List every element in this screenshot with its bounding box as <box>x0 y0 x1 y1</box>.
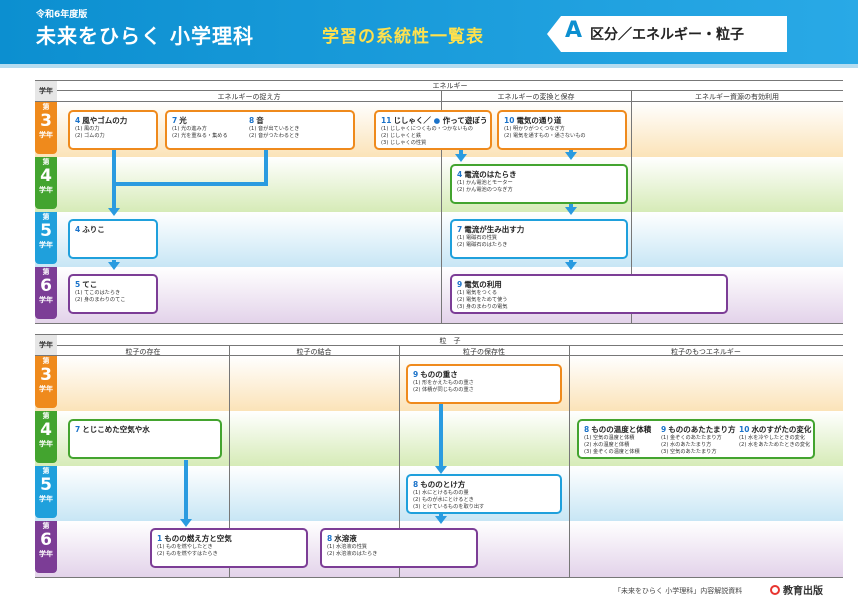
particle-col-4: 粒子のもつエネルギー <box>671 348 741 356</box>
energy-band-grade5 <box>35 212 843 267</box>
energy-title: エネルギー <box>432 82 468 90</box>
energy-grade-header: 学年 <box>35 80 57 102</box>
particle-col-1: 粒子の存在 <box>125 348 161 356</box>
brand-title: 未来をひらく 小学理科 <box>36 24 254 48</box>
category-badge <box>547 16 787 52</box>
particle-grade-header: 学年 <box>35 334 57 356</box>
arrow-weight-to-dissolve <box>439 403 443 467</box>
page-subtitle: 学習の系統性一覧表 <box>322 27 484 47</box>
particle-col-2: 粒子の結合 <box>296 348 332 356</box>
particle-col-3: 粒子の保存性 <box>463 348 505 356</box>
page-header: 令和6年度版 未来をひらく 小学理科 学習の系統性一覧表 A 区分／エネルギー・… <box>0 0 858 64</box>
publisher-logo-icon <box>770 585 780 595</box>
edition-label: 令和6年度版 <box>36 10 88 20</box>
publisher-logo: 教育出版 <box>770 582 823 597</box>
category-letter: A <box>565 18 583 43</box>
footer-note: 「未来をひらく 小学理科」内容解説資料 <box>614 587 743 595</box>
energy-col-1: エネルギーの捉え方 <box>217 93 281 101</box>
energy-col-2: エネルギーの変換と保存 <box>497 93 575 101</box>
arrow-dissolve-to-solution <box>439 512 443 517</box>
energy-col-3: エネルギー資源の有効利用 <box>695 93 779 101</box>
particle-title: 粒 子 <box>439 337 461 345</box>
arrow-air-to-burning <box>184 460 188 520</box>
arrow-connector-h <box>112 182 268 186</box>
header-underline <box>0 64 858 68</box>
category-text: 区分／エネルギー・粒子 <box>590 27 744 43</box>
arrow-sound-down <box>264 148 268 184</box>
arrow-wind-to-pendulum <box>112 148 116 208</box>
arrow-magnet-down <box>459 148 463 158</box>
